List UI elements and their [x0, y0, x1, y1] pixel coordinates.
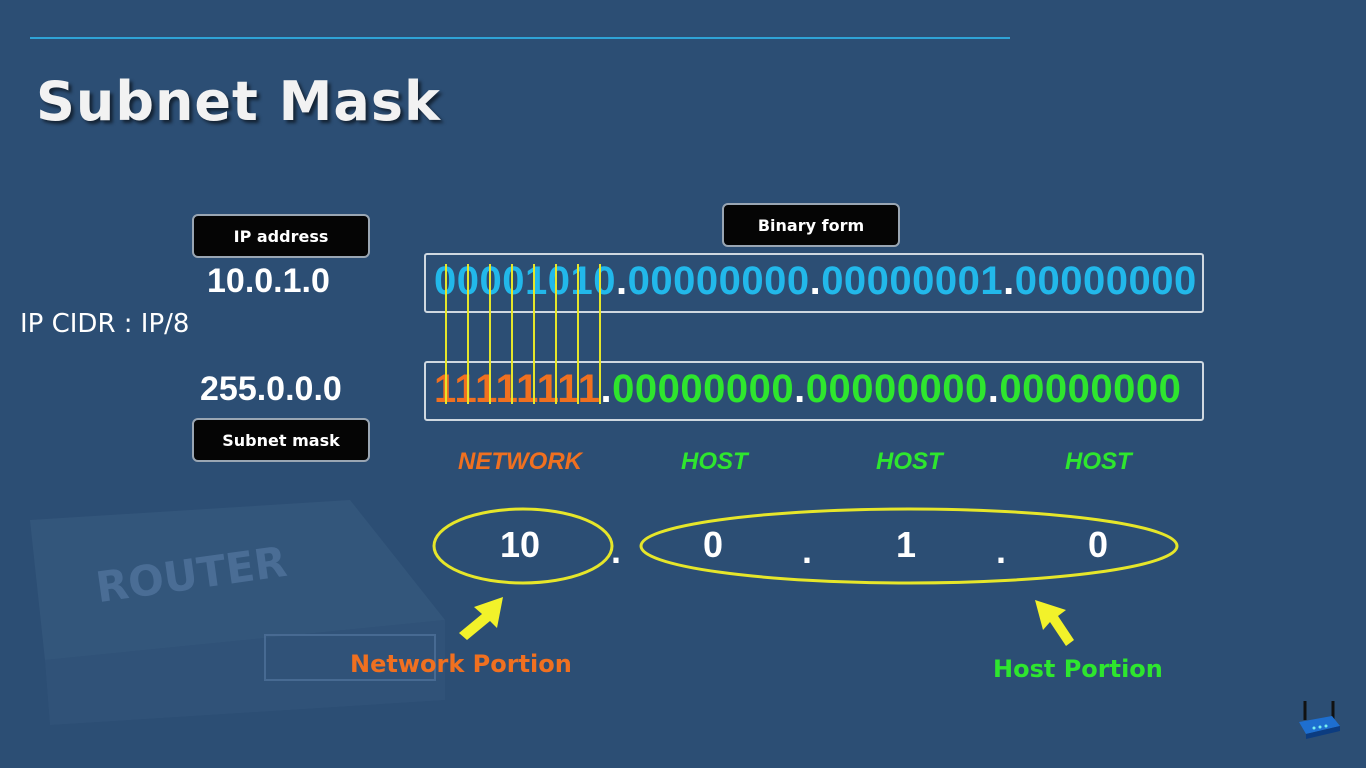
ip-binary-dot: . [615, 259, 628, 303]
cidr-note: IP CIDR : IP/8 [20, 309, 190, 339]
ip-binary-box [424, 253, 1204, 313]
top-divider [30, 37, 1010, 39]
subnet-mask-tag: Subnet mask [192, 418, 370, 462]
router-icon [1299, 701, 1340, 739]
octet-dot: . [611, 530, 622, 571]
octet-dot: . [996, 530, 1007, 571]
network-arrow-icon [459, 597, 503, 640]
ip-binary-row: 00001010.00000000.00000001.00000000 [434, 259, 1197, 304]
octet-4: 0 [1088, 524, 1109, 565]
ip-binary-octet-2: 00000000 [627, 259, 810, 303]
ip-address-value: 10.0.1.0 [207, 262, 330, 300]
router-watermark: ROUTER [30, 500, 445, 725]
mask-binary-octet-3: 00000000 [805, 367, 988, 411]
host-label-2: HOST [876, 448, 943, 475]
host-portion-label: Host Portion [993, 655, 1163, 683]
octet-3: 1 [896, 524, 917, 565]
network-label: NETWORK [458, 448, 582, 475]
ip-binary-octet-1: 00001010 [434, 259, 616, 303]
ip-binary-octet-4: 00000000 [1014, 259, 1197, 303]
host-label-1: HOST [681, 448, 748, 475]
mask-binary-row: 11111111.00000000.00000000.00000000 [434, 367, 1181, 412]
ip-binary-dot: . [809, 259, 822, 303]
network-portion-label: Network Portion [350, 650, 572, 678]
octet-1: 10 [500, 524, 541, 565]
mask-binary-dot: . [987, 367, 1000, 411]
ip-binary-octet-3: 00000001 [821, 259, 1004, 303]
host-arrow-icon [1035, 600, 1074, 646]
mask-binary-box [424, 361, 1204, 421]
mask-binary-octet-4: 00000000 [999, 367, 1182, 411]
network-ellipse [432, 507, 614, 585]
mask-binary-octet-2: 00000000 [612, 367, 795, 411]
mask-binary-dot: . [600, 367, 613, 411]
ip-binary-dot: . [1003, 259, 1015, 303]
host-label-3: HOST [1065, 448, 1132, 475]
slide-title: Subnet Mask [36, 70, 441, 133]
mask-binary-octet-1: 11111111 [434, 367, 601, 411]
subnet-mask-value: 255.0.0.0 [200, 370, 342, 408]
binary-form-tag: Binary form [722, 203, 900, 247]
octet-2: 0 [703, 524, 724, 565]
mask-binary-dot: . [794, 367, 806, 411]
ip-address-tag: IP address [192, 214, 370, 258]
host-ellipse [639, 507, 1179, 585]
octet-dot: . [802, 530, 813, 571]
